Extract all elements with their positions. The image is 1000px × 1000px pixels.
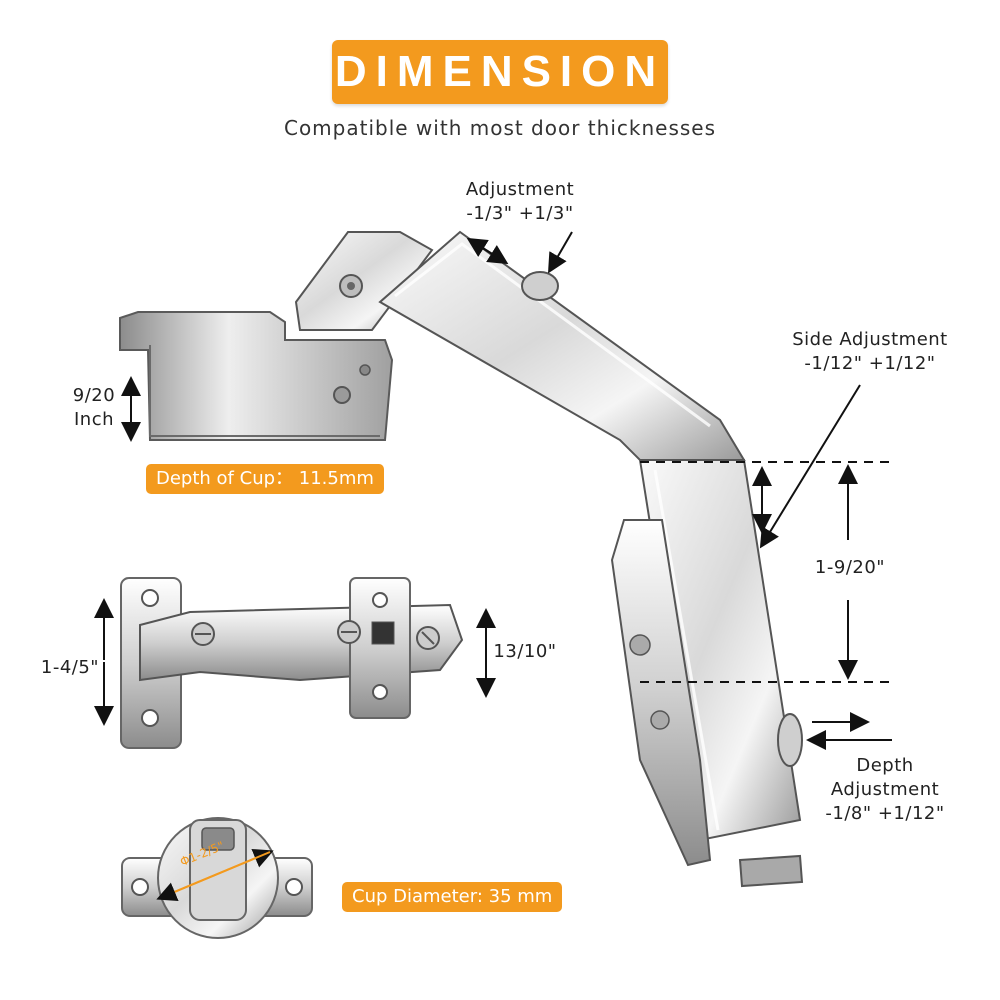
depth-adjustment-title-1: Depth [856,755,914,776]
page-title: DIMENSION [334,47,666,96]
depth-adjustment-title-2: Adjustment [830,779,940,800]
side-adjustment-title: Side Adjustment [792,329,948,350]
adjustment-title: Adjustment [465,179,575,200]
cup-height-unit: Inch [73,409,115,430]
side-adjustment-range: -1/12" +1/12" [804,353,936,374]
side-view-hinge [94,577,496,749]
depth-adjustment-range: -1/8" +1/12" [825,803,945,824]
arm-width-label: 13/10" [493,641,557,662]
plate-height-label: 1-4/5" [40,657,100,678]
cup-top-view [121,817,313,939]
cup-diameter-badge: Cup Diameter: 35 mm [342,882,563,912]
title-badge: DIMENSION [332,40,668,104]
cup-height-label: 9/20 Inch [64,384,124,432]
side-adjustment-label: Side Adjustment -1/12" +1/12" [770,328,970,376]
arm-height-label: 1-9/20" [814,557,886,578]
cup-height-value: 9/20 [72,385,116,406]
depth-of-cup-badge: Depth of Cup： 11.5mm [146,464,384,494]
depth-adjustment-label: Depth Adjustment -1/8" +1/12" [800,754,970,826]
large-hinge [119,230,804,888]
adjustment-range: -1/3" +1/3" [466,203,574,224]
adjustment-label: Adjustment -1/3" +1/3" [440,178,600,226]
adjustment-arrows [121,231,892,750]
page-subtitle: Compatible with most door thicknesses [283,116,717,140]
